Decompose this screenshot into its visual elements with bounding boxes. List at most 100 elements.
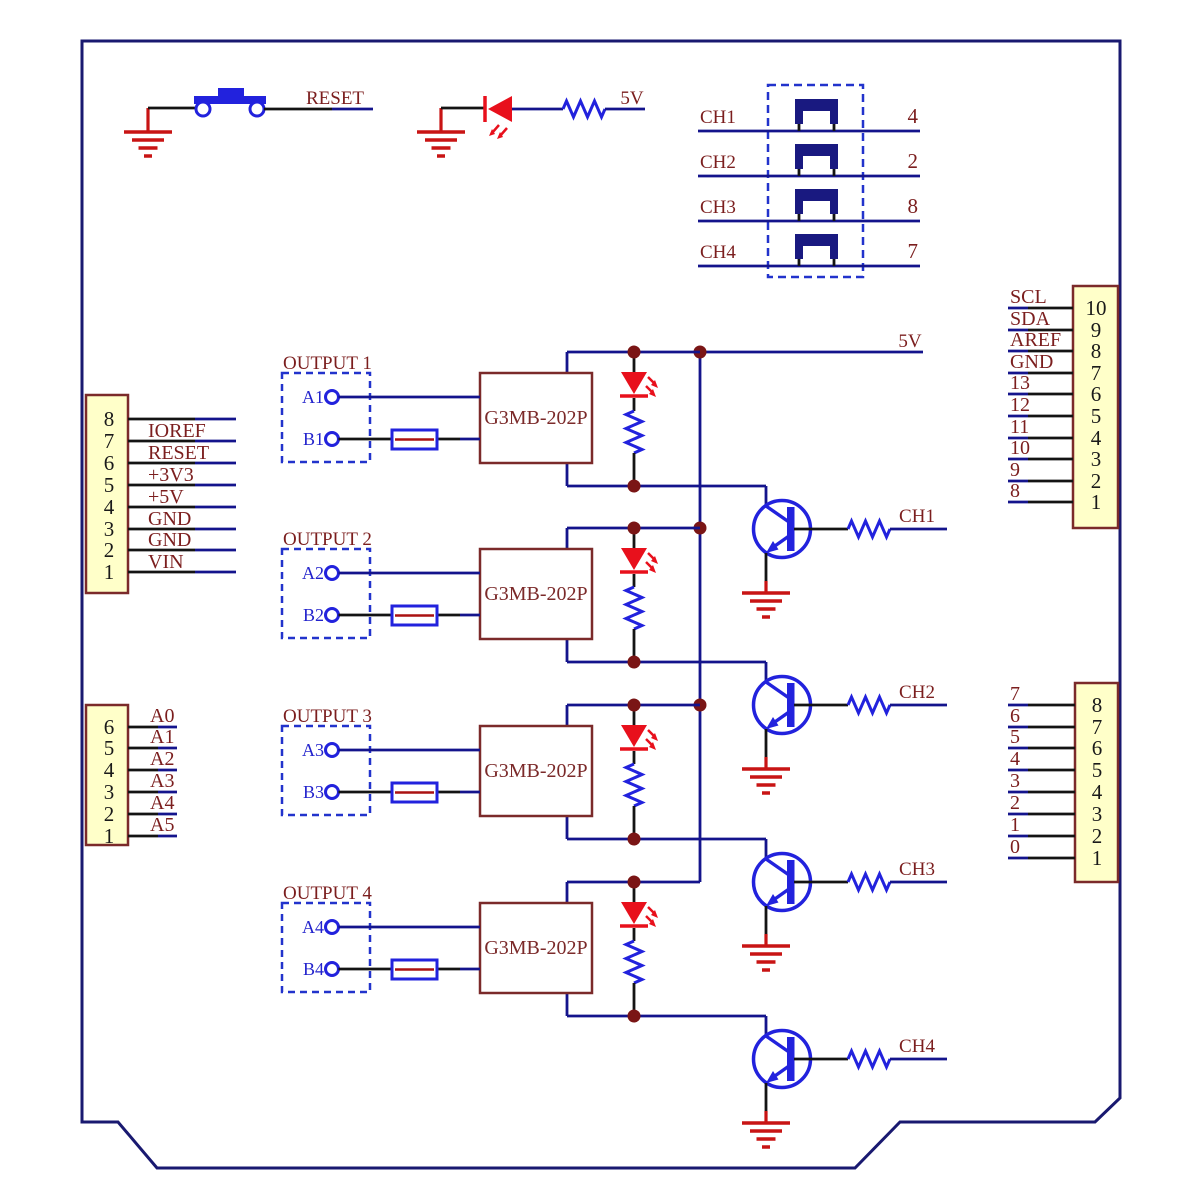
net-label: GND [148,529,191,551]
power-rail: 5V [693,331,923,882]
header-digital-a: 10 9 8 7 6 5 4 3 2 1 SCL SDA AREF GND 13… [1008,284,1120,530]
jumper-cap-icon [795,234,838,246]
net-label: A2 [150,748,174,770]
pushbutton-bar [194,96,266,104]
jumper-row: CH2 2 [698,144,920,178]
jumper-cap-icon [795,99,838,111]
pin-number: 4 [104,758,115,782]
jumper-ch-label: CH3 [700,197,736,218]
relay-label: G3MB-202P [484,583,587,605]
led-icon [483,96,512,139]
pin-number: 4 [104,495,115,519]
pin-number: 2 [104,802,115,826]
output-label: OUTPUT 3 [283,706,372,727]
board-outline [80,39,1122,1170]
pin-lines [128,725,177,838]
net-label: 1 [1010,814,1020,836]
pushbutton-contact [248,100,266,118]
channel-net-label: CH3 [899,859,935,880]
terminal-a-label: A3 [302,740,324,760]
pin-number: 6 [1091,382,1102,406]
net-label: A4 [150,792,174,814]
net-label: 8 [1010,480,1020,502]
channel-2: OUTPUT 2 A2 B2 G3MB-202P CH2 [282,522,947,794]
pin-number: 7 [1091,361,1102,385]
net-label: VIN [148,551,184,573]
net-label: 7 [1010,683,1020,705]
pin-number: 1 [1091,490,1102,514]
jumper-pin-label: 7 [908,239,919,263]
resistor-icon [561,97,607,121]
pin-lines [1008,306,1073,504]
jumper-cap-leg [795,246,803,259]
reset-circuit: RESET [122,88,373,158]
net-label: 5 [1010,726,1020,748]
net-label: A3 [150,770,174,792]
pin-number: 7 [1092,715,1103,739]
led-ray-arrow [497,132,503,139]
pushbutton-contact [194,100,212,118]
terminal-b-label: B2 [303,605,324,625]
pin-number: 8 [1091,339,1102,363]
net-label: GND [148,508,191,530]
jumper-pin-label: 2 [908,149,919,173]
net-label: 10 [1010,437,1030,459]
terminal-a-label: A4 [302,917,324,937]
jumper-ch-label: CH1 [700,107,736,128]
power-led-circuit: 5V [415,88,645,158]
jumper-ch-label: CH4 [700,242,736,263]
pin-number: 1 [104,824,115,848]
net-label: 2 [1010,792,1020,814]
pin-number: 4 [1092,780,1103,804]
net-label: 13 [1010,372,1030,394]
jumper-row: CH4 7 [698,234,920,268]
jumper-cap-leg [795,111,803,124]
header-body [1071,284,1120,530]
net-label: 6 [1010,705,1020,727]
net-label: +3V3 [148,464,194,486]
terminal-b-label: B4 [303,959,324,979]
output-label: OUTPUT 4 [283,883,372,904]
pin-lines [128,417,236,574]
net-label: A0 [150,705,174,727]
jumper-cap-leg [795,156,803,169]
jumper-block-box [766,83,865,279]
net-label: 9 [1010,459,1020,481]
pin-number: 3 [1092,802,1103,826]
pin-number: 9 [1091,318,1102,342]
jumper-block: CH1 4 CH2 2 CH3 8 [698,83,920,279]
net-label: 12 [1010,394,1030,416]
channel-circuit [282,346,947,618]
led-ray-arrow [489,129,495,136]
pushbutton-knob [218,88,244,96]
channel-net-label: CH2 [899,682,935,703]
net-label: AREF [1010,329,1061,351]
pin-number: 8 [1092,693,1103,717]
pin-number: 6 [104,715,115,739]
jumper-ch-label: CH2 [700,152,736,173]
output-label: OUTPUT 2 [283,529,372,550]
net-label: 4 [1010,748,1020,770]
channel-net-label: CH4 [899,1036,935,1057]
header-analog: 6 5 4 3 2 1 A0 A1 A2 A3 A4 A5 [84,703,177,848]
relay-label: G3MB-202P [484,760,587,782]
jumper-row: CH1 4 [698,99,920,133]
header-body [84,703,130,847]
channel-3: OUTPUT 3 A3 B3 G3MB-202P CH3 [282,699,947,971]
led-triangle [488,96,512,122]
net-label: 11 [1010,416,1029,438]
net-label: SCL [1010,286,1047,308]
pin-number: 6 [1092,736,1103,760]
jumper-row: CH3 8 [698,189,920,223]
header-body [84,393,130,595]
terminal-b-label: B3 [303,782,324,802]
channel-circuit [282,699,947,971]
relay-label: G3MB-202P [484,937,587,959]
pin-number: 8 [104,407,115,431]
pin-number: 4 [1091,426,1102,450]
jumper-cap-icon [795,144,838,156]
net-label: GND [1010,351,1053,373]
net-label: IOREF [148,420,206,442]
